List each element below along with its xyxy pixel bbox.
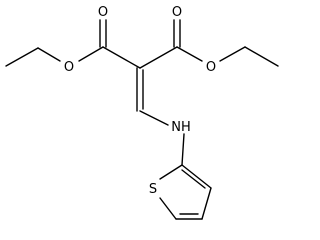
bond-ester-left-alkoxy (78, 46, 104, 62)
bond-ethyl-left-2 (37, 47, 61, 62)
bond-ring-c4-c3 (201, 187, 212, 220)
bond-nh-to-thiophene (181, 133, 185, 166)
bond-ch-to-nh (139, 110, 169, 126)
bond-ring-s-c5 (159, 197, 177, 220)
atom-thiophene-s: S (149, 182, 157, 197)
bond-ethyl-right-1 (219, 46, 246, 62)
bond-ring-c3-c2-b (181, 169, 206, 189)
bond-ethyl-right-2 (244, 46, 279, 67)
bond-ethyl-left-1 (5, 47, 39, 67)
molecule-svg: O O O O NH S (5, 5, 279, 220)
bond-ester-right-alkoxy (176, 46, 203, 62)
atom-ester-left-carbonyl-o: O (98, 5, 108, 20)
atom-ester-right-carbonyl-o: O (172, 5, 182, 20)
bond-ring-c2-s (159, 164, 183, 180)
atom-amine-nh: NH (171, 120, 191, 135)
bond-ring-c3-c2-a (181, 164, 212, 189)
structure-diagram: O O O O NH S (5, 5, 279, 220)
bond-center-to-ester-right (139, 46, 178, 69)
bond-ester-left-to-center (102, 46, 141, 69)
atom-ester-left-alkoxy-o: O (64, 60, 74, 75)
atom-ester-right-alkoxy-o: O (206, 60, 216, 75)
